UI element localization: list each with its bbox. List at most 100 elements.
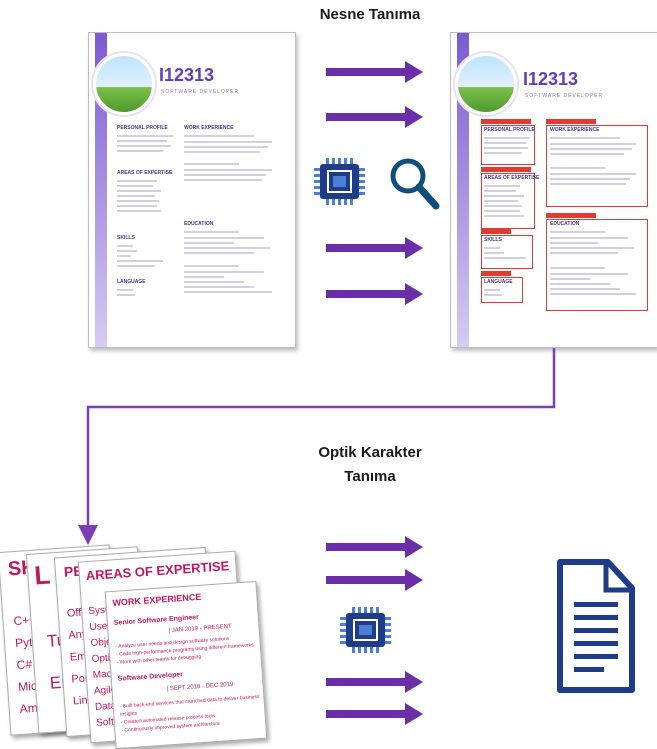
sheet-line: | SEPT 2018 - DEC 2019	[166, 681, 234, 693]
arrow-right-icon	[326, 106, 423, 128]
text-line	[550, 288, 620, 290]
text-line	[550, 293, 636, 295]
text-line	[184, 276, 224, 278]
sheet-line: insights	[120, 710, 138, 718]
text-line	[484, 289, 500, 291]
sheet-line: Software Developer	[117, 671, 184, 683]
text-line	[184, 146, 268, 148]
text-line	[117, 190, 161, 192]
text-line	[184, 237, 264, 239]
text-line	[484, 147, 528, 149]
arrow-right-icon	[326, 703, 423, 725]
sheet-line: - Built back-end services that crunched …	[119, 693, 260, 710]
text-line	[550, 173, 636, 175]
text-line	[117, 180, 157, 182]
text-line	[184, 247, 270, 249]
sheet-line: | JAN 2019 - PRESENT	[168, 623, 232, 635]
detection-label	[481, 119, 531, 124]
text-line	[484, 137, 530, 139]
text-line	[184, 231, 239, 233]
text-line	[484, 257, 526, 259]
detection-label	[481, 167, 531, 172]
title-ocr-line1: Optik Karakter	[318, 444, 422, 461]
text-line	[117, 250, 137, 252]
text-line	[184, 135, 254, 137]
text-line	[117, 140, 167, 142]
resume-heading-language: LANGUAGE	[117, 279, 146, 285]
text-line	[550, 167, 605, 169]
cpu-chip-icon	[340, 607, 391, 653]
detection-label	[481, 271, 511, 276]
text-line	[117, 210, 161, 212]
text-line	[117, 255, 131, 257]
resume-heading-profile: PERSONAL PROFILE	[484, 127, 535, 133]
text-line	[484, 252, 504, 254]
text-line	[484, 195, 524, 197]
detection-label	[546, 119, 596, 124]
text-line	[550, 267, 605, 269]
sheet-line: Off	[66, 606, 82, 620]
resume-photo	[93, 53, 155, 115]
connector-line	[78, 348, 556, 545]
text-line	[484, 205, 522, 207]
text-line	[117, 200, 159, 202]
text-line	[550, 242, 598, 244]
text-line	[184, 252, 254, 254]
resume-role: SOFTWARE DEVELOPER	[525, 93, 604, 99]
resume-photo	[455, 53, 517, 115]
text-line	[184, 242, 234, 244]
resume-heading-skills: SKILLS	[117, 235, 135, 241]
text-line	[550, 137, 620, 139]
text-line	[550, 273, 628, 275]
text-line	[184, 265, 239, 267]
detected-resume: I12313 SOFTWARE DEVELOPER PERSONAL PROFI…	[450, 32, 657, 348]
text-line	[184, 169, 272, 171]
ocr-sheet-work: WORK EXPERIENCE Senior Software Engineer…	[104, 580, 268, 749]
text-line	[117, 185, 153, 187]
text-line	[117, 135, 173, 137]
text-line	[550, 283, 610, 285]
resume-heading-expertise: AREAS OF EXPERTISE	[484, 175, 540, 181]
text-line	[484, 185, 520, 187]
text-line	[184, 271, 264, 273]
detection-box-language	[481, 277, 523, 303]
detection-box-work	[546, 125, 648, 207]
magnifier-icon	[390, 158, 440, 210]
input-resume: I12313 SOFTWARE DEVELOPER PERSONAL PROFI…	[88, 32, 296, 348]
text-line	[117, 195, 155, 197]
text-line	[484, 294, 502, 296]
text-line	[484, 200, 518, 202]
text-line	[550, 143, 636, 145]
arrow-right-icon	[326, 569, 423, 591]
resume-heading-skills: SKILLS	[484, 237, 502, 243]
text-line	[184, 141, 272, 143]
sheet-title: L	[33, 559, 52, 591]
detection-box-education	[546, 219, 648, 311]
detection-label	[481, 229, 511, 234]
text-line	[484, 215, 524, 217]
text-line	[550, 278, 590, 280]
text-line	[184, 286, 254, 288]
text-line	[550, 148, 632, 150]
resume-heading-work: WORK EXPERIENCE	[184, 125, 234, 131]
resume-heading-education: EDUCATION	[184, 221, 214, 227]
detection-box-skills	[481, 235, 533, 269]
text-line	[117, 245, 133, 247]
arrow-right-icon	[326, 237, 423, 259]
arrow-right-icon	[326, 671, 423, 693]
resume-heading-education: EDUCATION	[550, 221, 580, 227]
text-line	[484, 247, 500, 249]
text-line	[117, 205, 157, 207]
detection-label	[546, 213, 596, 218]
arrow-right-icon	[326, 61, 423, 83]
detection-box-expertise	[481, 173, 535, 229]
text-line	[117, 150, 163, 152]
text-line	[117, 145, 171, 147]
text-line	[484, 152, 522, 154]
resume-stripe	[95, 33, 107, 347]
text-line	[117, 265, 155, 267]
text-line	[184, 179, 262, 181]
text-line	[117, 289, 133, 291]
text-line	[550, 252, 618, 254]
